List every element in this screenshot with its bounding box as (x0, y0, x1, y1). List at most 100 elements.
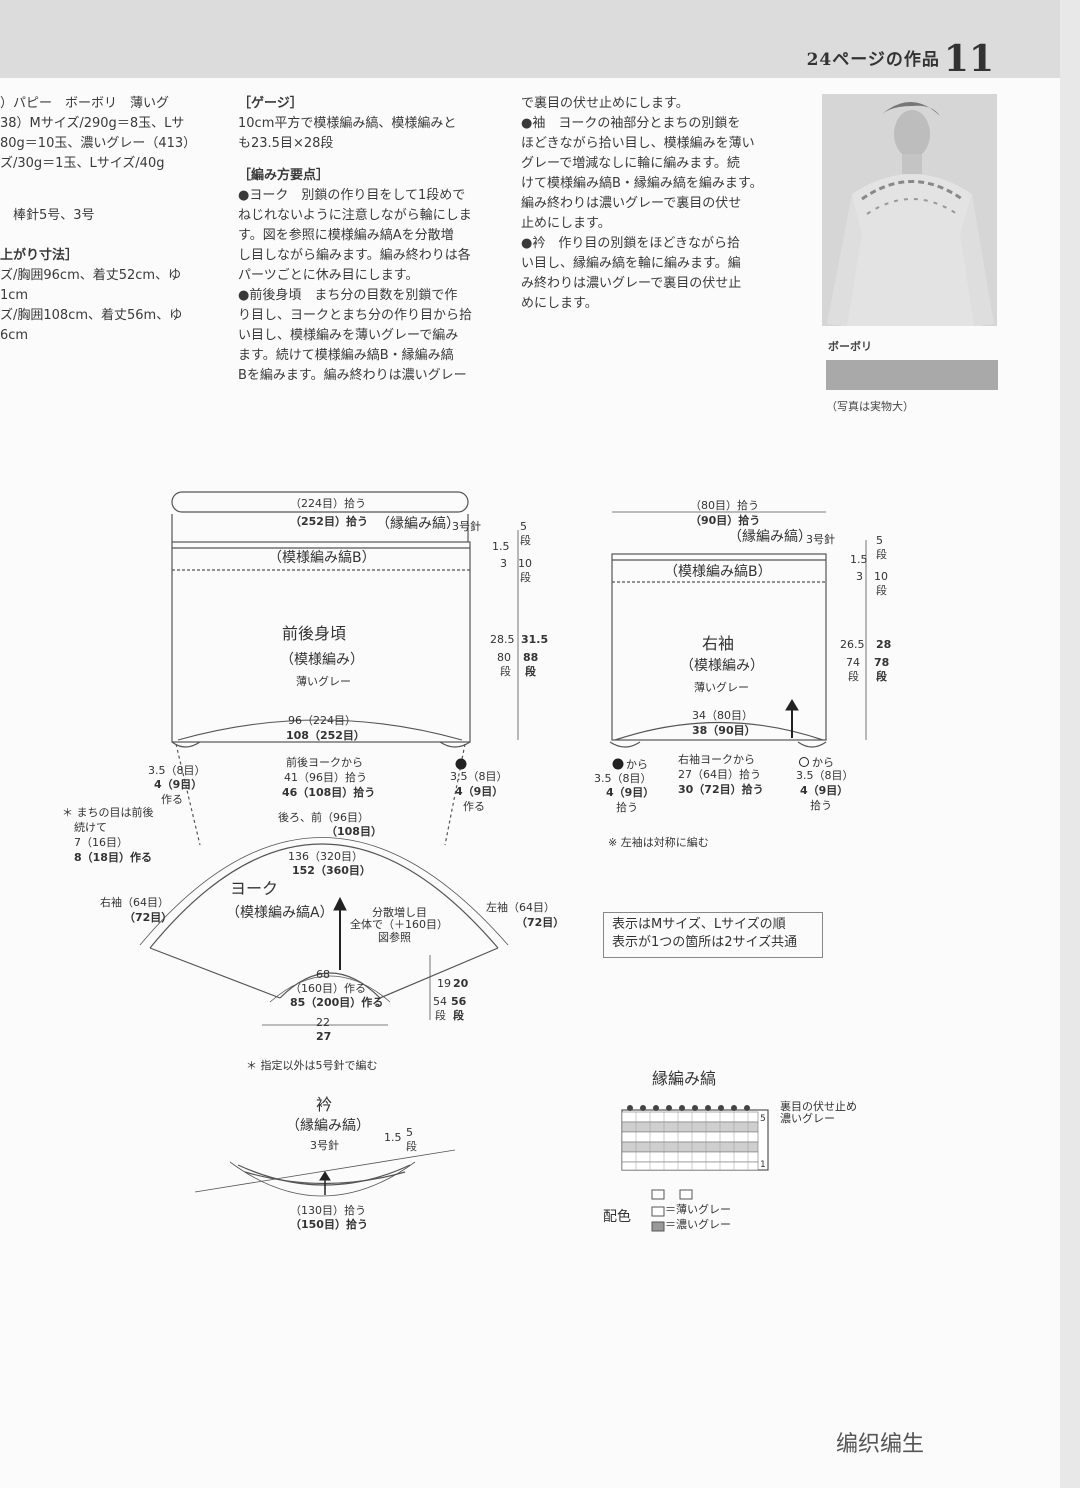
instr-line: けて模様編み縞B・縁編み縞を編みます。 (521, 176, 763, 191)
sleeve-pick-m: （80目）拾う (690, 499, 759, 512)
page-edge (1060, 0, 1080, 1488)
points-line: り目し、ヨークとまち分の作り目から拾 (238, 308, 473, 323)
body-h2-rows: 10 (518, 557, 532, 570)
body-pick-m: （224目）拾う (290, 497, 366, 510)
yoke-depth-m-dan: 段 (435, 1009, 446, 1022)
collar-needle: 3号針 (310, 1139, 339, 1152)
instr-line: ほどきながら拾い目し、模様編みを薄い (521, 136, 755, 151)
chart-row-bottom: 1 (760, 1160, 766, 1170)
yoke-depth-m: 19 (437, 977, 451, 990)
yoke-neck-1: 68 (316, 968, 330, 981)
materials-column: ）パピー ボーボリ 薄いグ 38）Mサイズ/290g＝8玉、Lサ 80g＝10玉… (0, 94, 220, 346)
yoke-pattern: （模様編み縞A） (226, 905, 334, 921)
sleeve-h3l-dan: 段 (876, 670, 887, 683)
sleeve-gusset-right-m: 3.5（8目） (796, 769, 854, 782)
yoke-bottom-l: 27 (316, 1030, 332, 1043)
instructions-column: で裏目の伏せ止めにします。 ●袖 ヨークの袖部分とまちの別鎖を ほどきながら拾い… (521, 94, 781, 314)
gusset-note-1: ＊ まちの目は前後 (62, 806, 154, 819)
sleeve-gusset-right-pick: 拾う (810, 799, 832, 812)
body-h3-dan: 段 (500, 665, 511, 678)
instr-line: い目し、縁編み縞を輪に編みます。編 (521, 256, 741, 271)
points-heading: ［編み方要点］ (238, 168, 330, 183)
chart-title: 縁編み縞 (652, 1069, 717, 1088)
body-yoke-l: 46（108目）拾う (282, 786, 376, 799)
body-h3l-dan: 段 (525, 665, 536, 678)
yoke-left-sleeve-l: （72目） (516, 916, 565, 929)
instr-line: 編み終わりは濃いグレーで裏目の伏せ (521, 196, 742, 211)
instr-line: 止めにします。 (521, 216, 611, 231)
sleeve-from-right: から (812, 756, 834, 769)
gusset-note-3: 7（16目） (74, 836, 128, 849)
page-number: 11 (943, 38, 994, 80)
sleeve-yoke-from: 右袖ヨークから (678, 753, 755, 766)
points-line: し目しながら編みます。編み終わりは各 (238, 248, 471, 263)
yoke-depth-l: 20 (453, 977, 469, 990)
page-ref: 24ページの作品 (806, 50, 940, 70)
color-dark: ＝濃いグレー (665, 1218, 731, 1231)
gauge-line: も23.5目×28段 (238, 136, 334, 151)
gauge-line: 10cm平方で模様編み縞、模様編みと (238, 116, 457, 131)
body-yoke-from: 前後ヨークから (286, 756, 363, 769)
body-gusset-left-make: 作る (161, 793, 183, 806)
yoke-right-sleeve-l: （72目） (124, 911, 173, 924)
body-h2-dan: 段 (520, 571, 531, 584)
collar-pick-l: （150目）拾う (290, 1218, 368, 1231)
sleeve-h2-dan: 段 (876, 584, 887, 597)
yoke-right-sleeve-m: 右袖（64目） (100, 896, 169, 909)
body-pattern-b: （模様編み縞B） (268, 550, 376, 566)
yoke-inc-3: 図参照 (378, 931, 411, 944)
body-gusset-left-l: 4（9目） (154, 778, 203, 791)
model-photo (822, 94, 997, 326)
yoke-left-sleeve-m: 左袖（64目） (486, 901, 555, 914)
sleeve-h3-dan: 段 (848, 670, 859, 683)
chart-bind-off: 裏目の伏せ止め (780, 1100, 857, 1113)
sleeve-gusset-right-l: 4（9目） (800, 784, 849, 797)
yoke-inc-2: 全体で（＋160目） (350, 918, 448, 931)
yoke-depth-m-rows: 54 (433, 995, 447, 1008)
sleeve-h3-rows: 74 (846, 656, 860, 669)
points-line: ます。続けて模様編み縞B・縁編み縞 (238, 348, 454, 363)
yoke-back-l: （108目） (326, 825, 382, 838)
gusset-note-4: 8（18目）作る (74, 851, 152, 864)
collar-height: 1.5 (384, 1131, 402, 1144)
sleeve-pattern: （模様編み） (680, 658, 764, 674)
yoke-circ-m: 136（320目） (288, 850, 363, 863)
sleeve-pick-l: （90目）拾う (690, 514, 761, 527)
yoke-inc-1: 分散増し目 (372, 906, 427, 919)
points-line: い目し、模様編みを薄いグレーで編み (238, 328, 459, 343)
color-scheme-label: 配色 (603, 1209, 631, 1225)
collar-title: 衿 (316, 1095, 333, 1114)
gusset-note-2: 続けて (74, 821, 107, 834)
collar-pattern: （縁編み縞） (286, 1118, 370, 1134)
sleeve-h3l: 28 (876, 638, 892, 651)
size-legend-line: 表示が1つの箇所は2サイズ共通 (612, 935, 798, 950)
photo-caption: （写真は実物大） (826, 400, 914, 413)
chart-bind-color: 濃いグレー (780, 1112, 835, 1125)
needle-note: ＊ 指定以外は5号針で編む (246, 1059, 378, 1072)
sleeve-h1: 1.5 (850, 553, 868, 566)
body-h1: 1.5 (492, 540, 510, 553)
body-h1-dan: 段 (520, 534, 531, 547)
sleeve-h3: 26.5 (840, 638, 865, 651)
collar-pick-m: （130目）拾う (290, 1204, 366, 1217)
body-border: （縁編み縞） (376, 516, 460, 532)
sleeve-title: 右袖 (702, 634, 735, 653)
yoke-neck-3: 85（200目）作る (290, 996, 384, 1009)
sleeve-h3l-rows: 78 (874, 656, 890, 669)
body-pick-l: （252目）拾う (290, 515, 368, 528)
size-line: 1cm (0, 288, 29, 303)
sleeve-h2: 3 (856, 570, 863, 583)
left-sleeve-note: ※ 左袖は対称に編む (608, 836, 709, 849)
yoke-depth-l-dan: 段 (453, 1009, 464, 1022)
body-pattern: （模様編み） (280, 652, 364, 668)
sleeve-yoke-l: 30（72目）拾う (678, 783, 764, 796)
sleeve-needle: 3号針 (806, 533, 835, 546)
size-legend: 表示はMサイズ、Lサイズの順 表示が1つの箇所は2サイズ共通 (603, 912, 823, 958)
materials-line: ズ/30g＝1玉、Lサイズ/40g (0, 156, 165, 171)
yoke-bottom-m: 22 (316, 1016, 330, 1029)
instr-line: めにします。 (521, 296, 598, 311)
points-line: ●前後身頃 まち分の目数を別鎖で作 (238, 288, 458, 303)
body-gusset-right-make: 作る (463, 800, 485, 813)
